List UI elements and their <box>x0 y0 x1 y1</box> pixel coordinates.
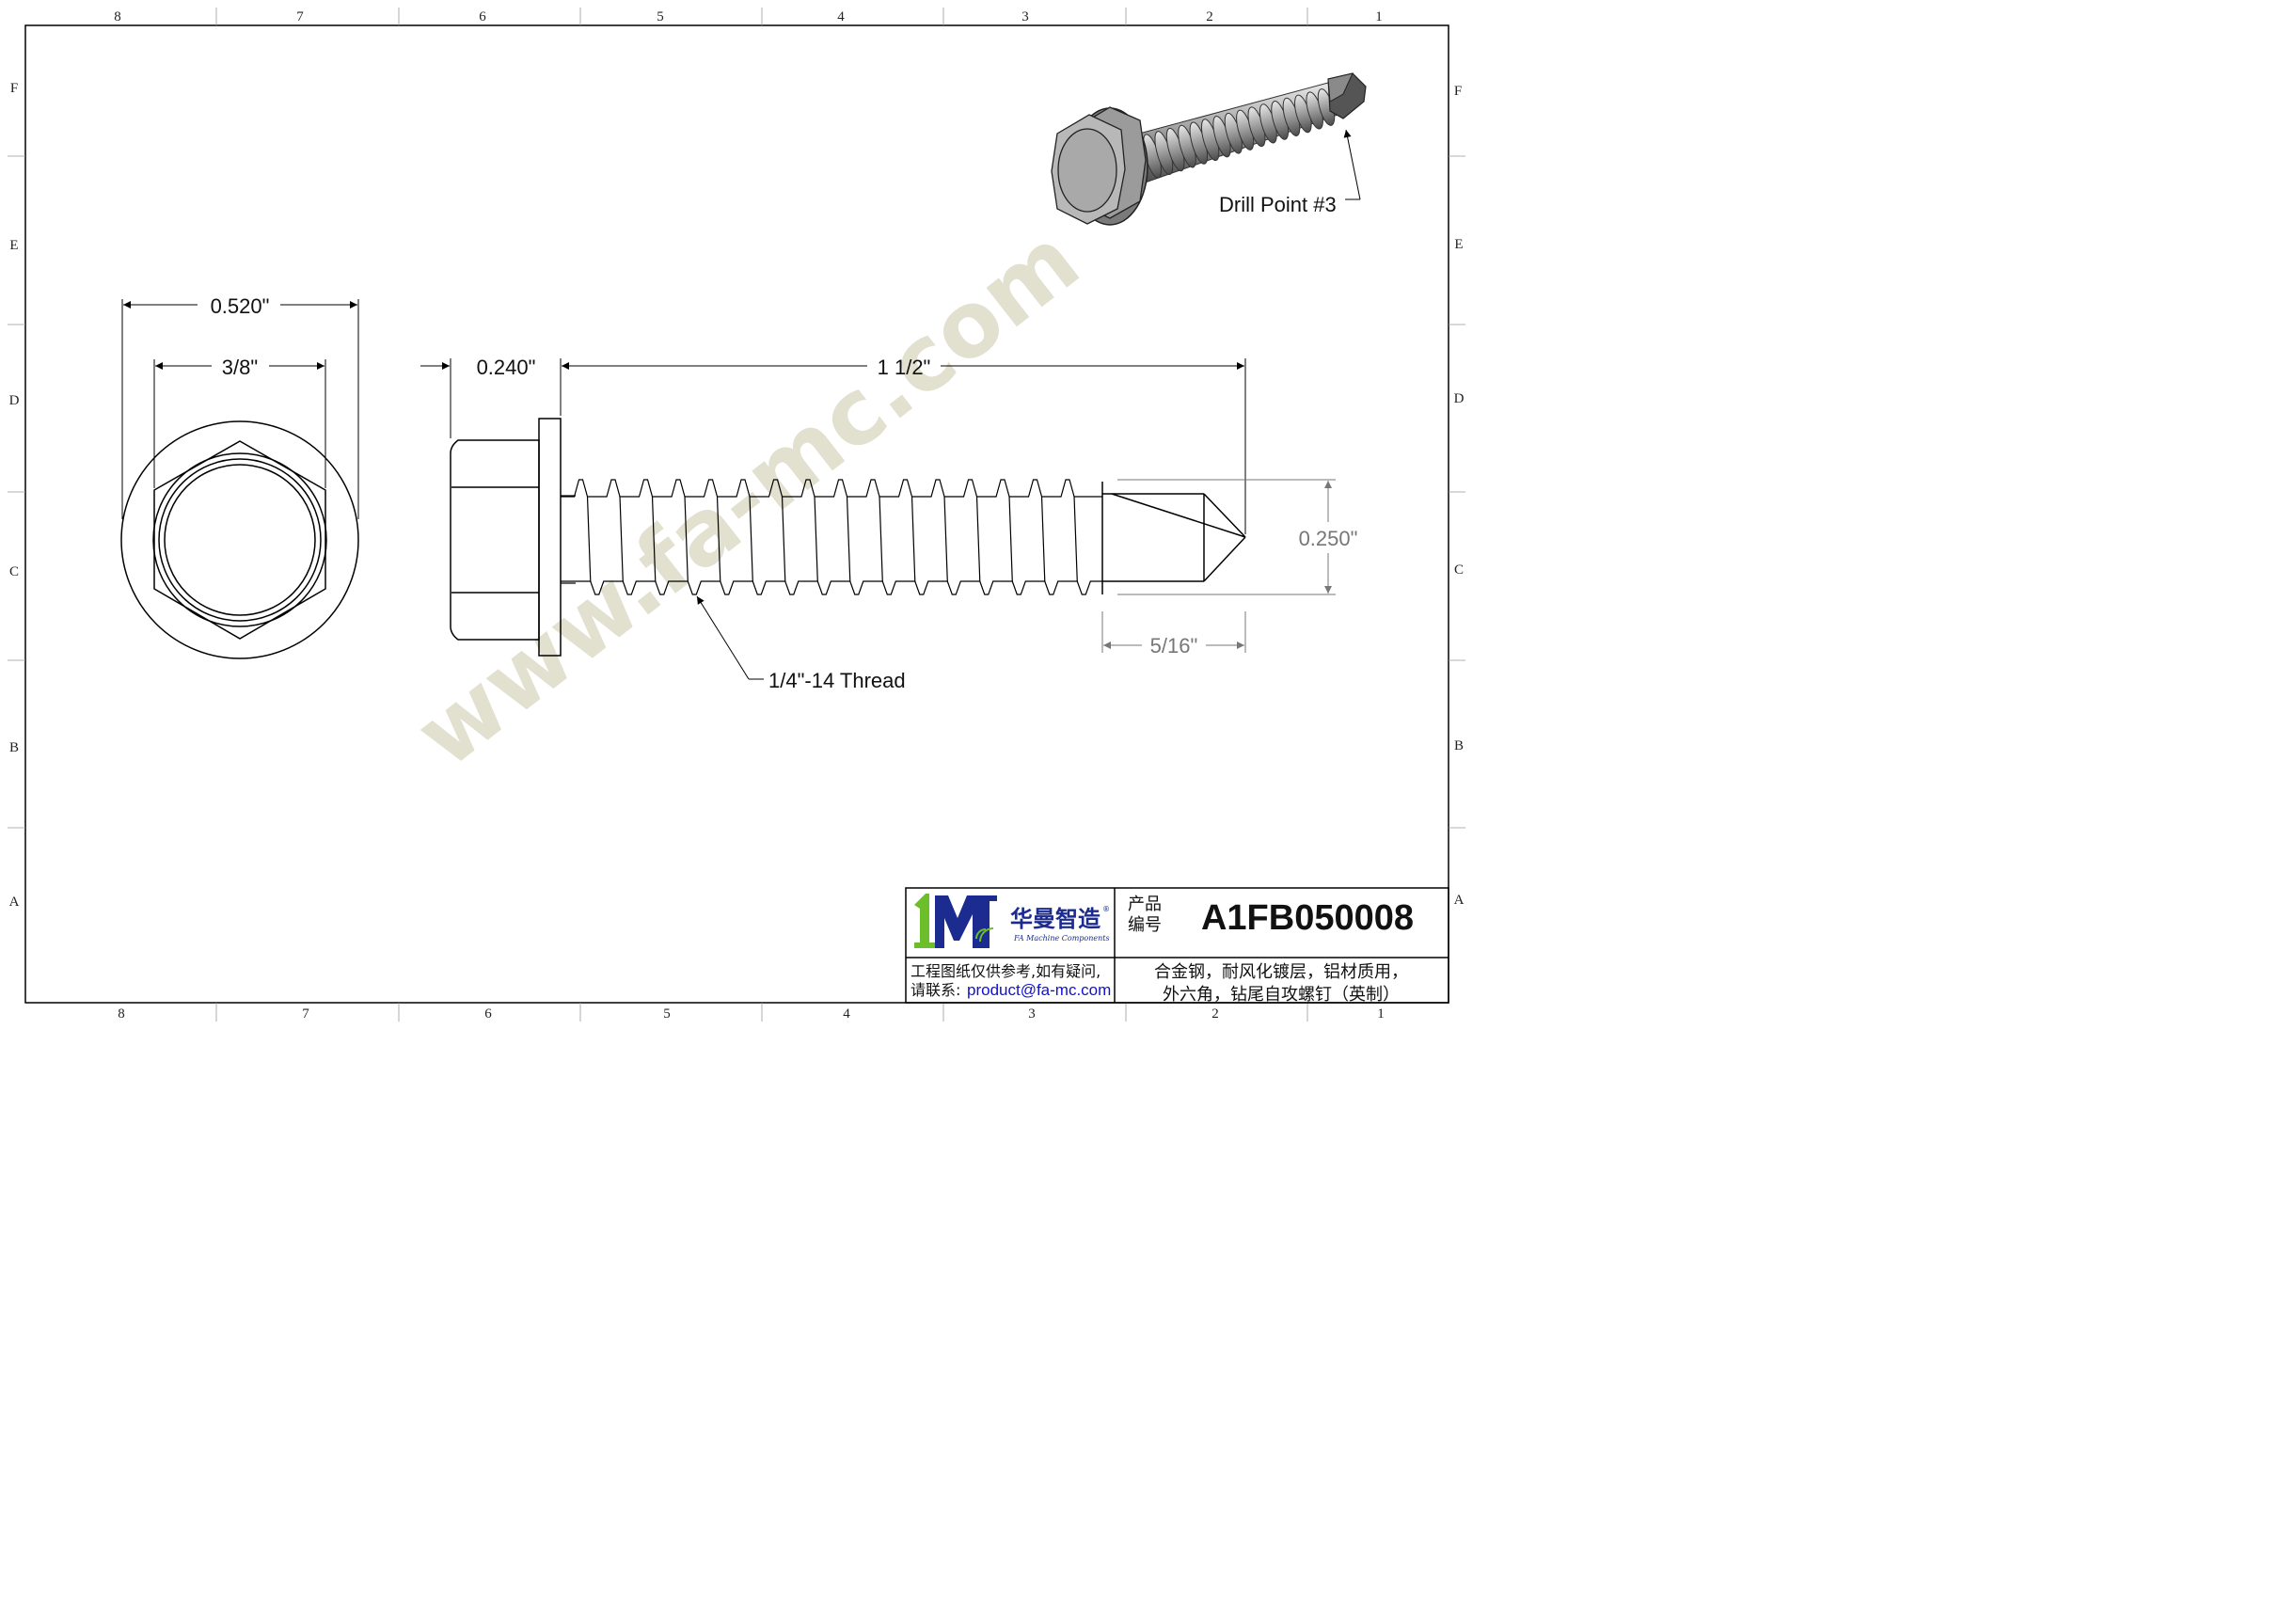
zone-row-label: A <box>9 895 20 910</box>
zone-col-label: 5 <box>657 9 664 24</box>
product-description-2: 外六角，钻尾自攻螺钉（英制） <box>1163 985 1400 1005</box>
zone-row-label: F <box>10 81 18 96</box>
contact-email[interactable]: product@fa-mc.com <box>967 981 1111 999</box>
dim-point-length <box>1101 611 1246 653</box>
isometric-view <box>1051 72 1367 226</box>
point-diameter-label: 0.250" <box>1299 527 1358 550</box>
zone-row-label: E <box>9 238 18 253</box>
product-no-label-2: 编号 <box>1128 915 1162 935</box>
dim-flange-diameter <box>121 299 359 519</box>
length-label: 1 1/2" <box>878 356 931 379</box>
zone-col-label: 4 <box>837 9 845 24</box>
zone-col-label: 3 <box>1021 9 1029 24</box>
zone-row-label: F <box>1454 84 1462 99</box>
zone-row-label: B <box>1454 738 1464 753</box>
zone-col-label: 1 <box>1375 9 1383 24</box>
zone-row-label: C <box>9 564 19 579</box>
point-length-label: 5/16" <box>1150 634 1198 657</box>
drill-point-callout: Drill Point #3 <box>1219 193 1337 216</box>
zone-col-label: 4 <box>843 1006 850 1022</box>
zone-labels-right: F E D C B A <box>1454 84 1465 908</box>
product-description-1: 合金钢，耐风化镀层，铝材质用， <box>1154 962 1408 982</box>
thread-leader <box>696 595 764 680</box>
dim-length <box>562 358 1246 534</box>
zone-col-label: 5 <box>663 1006 671 1022</box>
zone-col-label: 7 <box>296 9 304 24</box>
hex-width-label: 3/8" <box>222 356 258 379</box>
dim-point-diameter <box>1117 479 1336 595</box>
disclaimer-line-1: 工程图纸仅供参考,如有疑问, <box>910 962 1100 980</box>
title-block <box>905 887 1449 1004</box>
zone-col-label: 8 <box>114 9 121 24</box>
zone-labels-left: F E D C B A <box>9 81 20 910</box>
zone-col-label: 8 <box>118 1006 125 1022</box>
zone-labels-bottom: 8 7 6 5 4 3 2 1 <box>118 1006 1385 1022</box>
dim-head-height <box>420 358 562 438</box>
disclaimer-line-2: 请联系: <box>910 981 960 999</box>
company-logo: 华曼智造 ® FA Machine Components <box>914 894 1110 948</box>
head-end-view <box>120 420 359 659</box>
zone-col-label: 7 <box>302 1006 309 1022</box>
zone-col-label: 3 <box>1028 1006 1036 1022</box>
logo-english-name: FA Machine Components <box>1013 934 1110 943</box>
drawing-frame <box>8 8 1465 1022</box>
logo-registered-mark: ® <box>1102 905 1110 913</box>
zone-row-label: C <box>1454 562 1464 578</box>
logo-chinese-name: 华曼智造 <box>1010 906 1100 932</box>
zone-col-label: 2 <box>1206 9 1213 24</box>
head-height-label: 0.240" <box>477 356 536 379</box>
product-no-label: 产品 <box>1128 895 1162 914</box>
drawing-sheet: 8 7 6 5 4 3 2 1 8 7 6 5 4 3 2 1 F E D C … <box>8 8 1465 1022</box>
zone-col-label: 6 <box>479 9 486 24</box>
thread-callout: 1/4"-14 Thread <box>768 669 906 692</box>
product-number: A1FB050008 <box>1201 898 1414 938</box>
zone-col-label: 1 <box>1377 1006 1385 1022</box>
drill-point-side <box>1101 482 1246 594</box>
flange-diameter-label: 0.520" <box>211 294 270 318</box>
zone-labels-top: 8 7 6 5 4 3 2 1 <box>114 9 1383 24</box>
zone-row-label: E <box>1454 237 1463 252</box>
zone-col-label: 6 <box>484 1006 492 1022</box>
dim-hex-width <box>153 359 326 488</box>
watermark: www.fa-mc.com <box>397 207 1099 787</box>
zone-row-label: A <box>1454 893 1465 908</box>
zone-row-label: D <box>1454 391 1465 406</box>
drill-point-leader <box>1343 129 1361 200</box>
zone-row-label: B <box>9 740 19 755</box>
zone-col-label: 2 <box>1211 1006 1219 1022</box>
screw-shank-side <box>561 479 1102 595</box>
screw-head-side <box>450 418 562 657</box>
zone-row-label: D <box>9 393 20 408</box>
